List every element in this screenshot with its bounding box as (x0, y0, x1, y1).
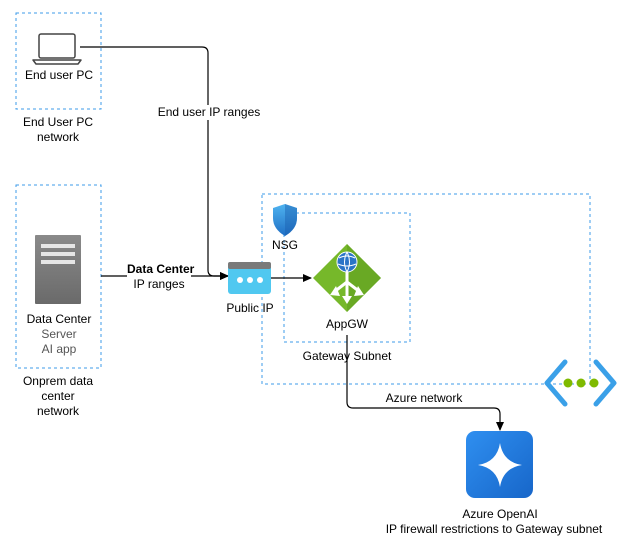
nsg-label: NSG (271, 238, 298, 252)
azure-openai-note: IP firewall restrictions to Gateway subn… (385, 522, 603, 536)
server-sub1: Server (41, 327, 77, 341)
azure-openai-label: Azure OpenAI (462, 507, 538, 521)
end-user-network-boundary (15, 12, 102, 110)
data-center-server-label: Data Center Server AI app (14, 312, 104, 357)
dc-ip-ranges-line2: IP ranges (133, 277, 185, 291)
server-sub2: AI app (41, 342, 77, 356)
azure-network-label: Azure network (385, 391, 463, 405)
end-user-network-line2: network (36, 130, 80, 144)
server-icon (35, 235, 81, 304)
dc-ip-ranges-line1: Data Center (127, 262, 195, 276)
end-user-network-line1: End User PC (22, 115, 94, 129)
edge-appgw-to-openai (346, 335, 504, 431)
laptop-icon (32, 33, 82, 65)
vnet-icon (544, 359, 617, 407)
gateway-subnet-label: Gateway Subnet (302, 349, 392, 363)
server-title: Data Center (26, 312, 92, 326)
end-user-network-label: End User PC network (8, 115, 108, 145)
azure-network-boundary (261, 193, 591, 385)
openai-icon (466, 431, 533, 498)
onprem-network-line2: center (41, 389, 75, 403)
appgw-label: AppGW (325, 317, 368, 331)
public-ip-label: Public IP (226, 301, 274, 315)
onprem-network-line1: Onprem data (22, 374, 94, 388)
end-user-pc-label: End user PC (24, 68, 94, 82)
end-user-ip-ranges-label: End user IP ranges (154, 105, 264, 120)
nsg-shield-icon (273, 204, 297, 236)
appgw-icon (313, 244, 381, 312)
onprem-network-label: Onprem data center network (8, 374, 108, 419)
public-ip-icon (228, 262, 271, 294)
dc-ip-ranges-label: Data Center IP ranges (127, 262, 195, 292)
onprem-network-line3: network (36, 404, 80, 418)
